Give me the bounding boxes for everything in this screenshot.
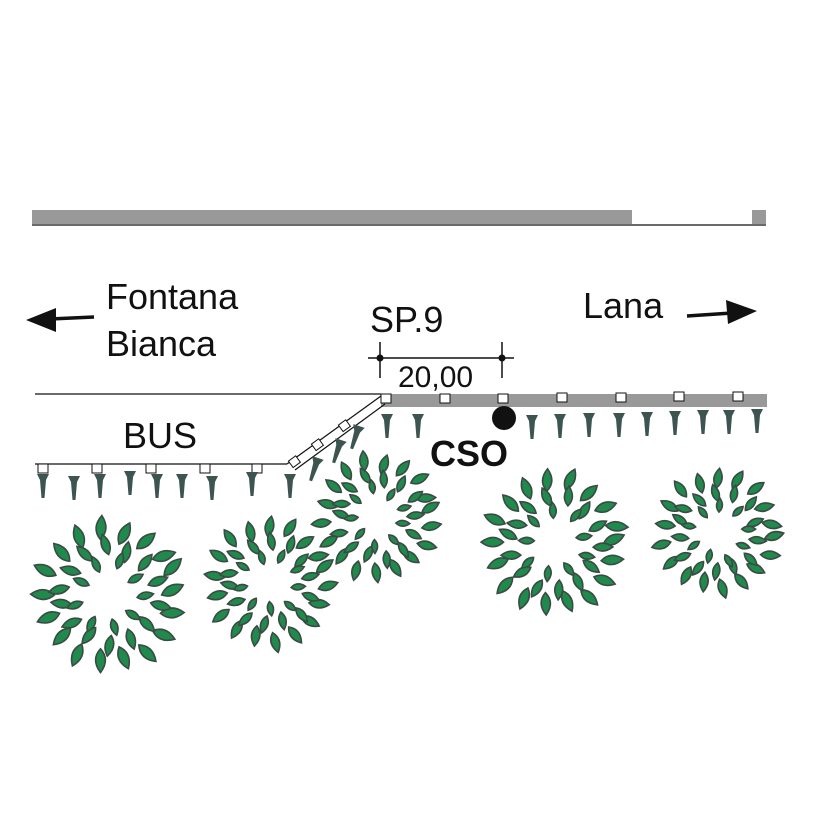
tree-canopy-icon bbox=[310, 449, 443, 584]
dimension-line bbox=[368, 342, 514, 378]
bus-stop-label: BUS bbox=[123, 415, 197, 456]
bollard-icon bbox=[669, 411, 681, 435]
bollard-icon bbox=[751, 409, 763, 433]
road-name: SP.9 bbox=[370, 299, 443, 340]
bollard-icon bbox=[246, 472, 258, 496]
arrow-right-icon bbox=[686, 300, 757, 324]
bollard-icon bbox=[68, 476, 80, 500]
bollard-icon bbox=[176, 474, 188, 498]
bollard-icon bbox=[206, 476, 218, 500]
road-studs bbox=[37, 391, 744, 474]
bollard-icon bbox=[151, 474, 163, 498]
bollard-icon bbox=[583, 413, 595, 437]
west-destination-line2: Bianca bbox=[106, 323, 217, 364]
bollard-icon bbox=[381, 414, 393, 438]
bollard-icon bbox=[723, 410, 735, 434]
bollard-icon bbox=[284, 474, 296, 498]
bollard-icon bbox=[327, 438, 347, 465]
main-road bbox=[35, 393, 767, 471]
bollard-icon bbox=[94, 474, 106, 498]
tree-canopy-icon bbox=[479, 467, 630, 617]
bollard-icon bbox=[554, 414, 566, 438]
bus-bay-taper-inner bbox=[294, 403, 386, 471]
east-direction: Lana bbox=[583, 285, 757, 326]
bollard-icon bbox=[124, 471, 136, 495]
bollard-icon bbox=[526, 415, 538, 439]
tree-canopy-icon bbox=[203, 514, 340, 654]
main-road-band bbox=[381, 394, 767, 407]
filled-circle-icon bbox=[492, 406, 516, 430]
trees bbox=[29, 449, 786, 674]
bus-bay-taper-outer bbox=[286, 395, 382, 465]
top-road-band bbox=[32, 210, 632, 224]
east-destination: Lana bbox=[583, 285, 664, 326]
bollard-icon bbox=[697, 410, 709, 434]
bollard-icon bbox=[641, 412, 653, 436]
west-destination-line1: Fontana bbox=[106, 276, 239, 317]
cso-label: CSO bbox=[430, 433, 508, 474]
bollard-icon bbox=[613, 413, 625, 437]
tree-canopy-icon bbox=[29, 514, 186, 674]
tree-canopy-icon bbox=[650, 467, 786, 600]
top-road bbox=[32, 210, 766, 226]
top-road-end-block bbox=[752, 210, 766, 224]
bollard-icon bbox=[412, 414, 424, 438]
bollard-icon bbox=[37, 474, 49, 498]
dimension-value: 20,00 bbox=[398, 361, 473, 394]
west-direction: Fontana Bianca bbox=[26, 276, 239, 364]
arrow-left-icon bbox=[26, 308, 95, 332]
